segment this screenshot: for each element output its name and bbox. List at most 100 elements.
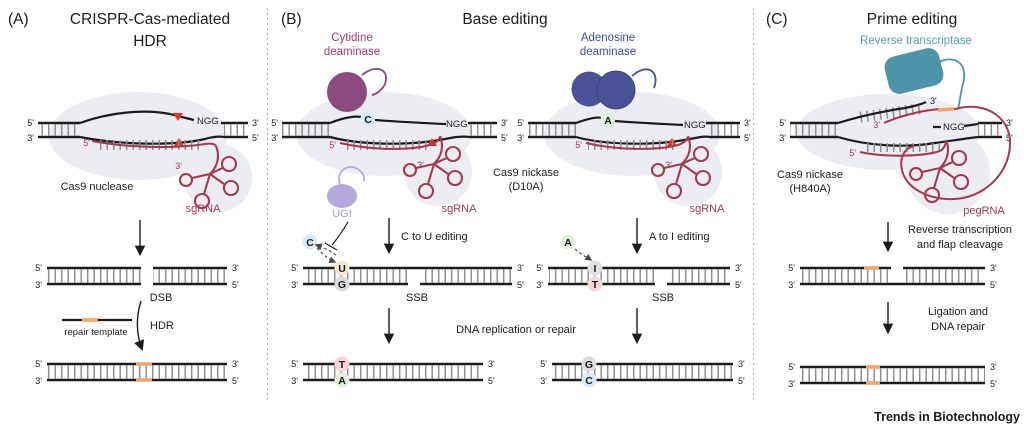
base-a-letter: A [338,375,346,387]
base-c-badge [360,111,376,127]
dna-end-label: 3' [232,263,239,273]
panel-b-cbe-complex: 5' 3' C NGG 5' 3' 5' 3' sgRNA UGI [271,67,508,220]
sgrna-spacer [91,140,217,149]
excision-arrow [314,243,337,256]
sgrna-end-label: 5' [83,138,90,148]
base-t-badge [587,276,603,292]
dna-basepairs [470,124,495,136]
adenosine-deaminase-blob [571,71,607,107]
rna-dna-basepairs [862,143,942,152]
cytidine-deaminase-label: deaminase [324,46,380,58]
sgrna-end-label: 3' [665,160,672,170]
base-c-badge [302,234,318,250]
base-g-letter: G [585,359,593,371]
adenosine-deaminase-label: Adenosine [581,32,635,44]
sgrna-end-label: 3' [417,160,424,170]
dna-end-label: 5' [35,263,42,273]
cytidine-deaminase-blob [327,72,367,112]
dna-end-label: 3' [536,280,543,290]
panel-b-abe-complex: 5' 3' A NGG 5' 3' 5' 3' sgRNA [517,68,751,215]
dna-end-label: 3' [990,263,997,273]
base-t-letter: T [339,359,346,371]
dna-end-label: 5' [540,359,547,369]
dna-basepairs [790,124,838,136]
panel-c-edited-dna: 5' 3' 3' 5' [788,362,997,389]
panel-c-prime-complex: 5' 3' 3' 3' NGG 3' 5' 5' p [779,48,1013,217]
pegrna-spacer [859,139,947,157]
dna-end-label: 5' [788,362,795,372]
dna-end-label: 3' [779,133,786,143]
base-t-badge [334,356,350,372]
sgrna-label: sgRNA [186,203,222,215]
panel-a-edited-dna: 5' 3' 3' 5' [35,359,239,386]
dna-end-label: 3' [501,118,508,128]
base-t-letter: T [592,279,599,291]
dna-top-strand-bubble [575,116,602,125]
base-c-letter: C [585,375,593,387]
sgrna-label: sgRNA [442,203,478,215]
base-a-badge [334,372,350,388]
base-c-badge [581,372,597,388]
dna-basepairs [710,124,740,136]
base-a-letter: A [564,237,572,249]
dna-end-label: 3' [271,133,278,143]
dna-end-label: 5' [232,376,239,386]
base-u-badge [334,260,350,276]
nickase-label: Cas9 nickase [777,169,843,181]
dna-basepairs [303,365,483,379]
panel-b-label: (B) [281,11,302,28]
dna-top-strand-bubble [614,119,684,127]
reverse-transcriptase-blob [884,48,944,94]
base-g-letter: G [338,279,346,291]
adenosine-deaminase-label: deaminase [580,46,636,58]
dna-basepairs [153,269,227,283]
dna-basepairs [904,269,984,283]
rt-tether [937,58,966,110]
dna-end-label: 5' [252,133,259,143]
dna-end-label: 3' [744,118,751,128]
deaminase-tether [631,68,657,89]
pegrna-extension-loop [900,105,1012,201]
dna-end-label: 3' [35,376,42,386]
cas9-blob-lobe [404,138,472,206]
dna-end-label: 3' [517,133,524,143]
dna-end-label: 3' [27,133,34,143]
pam-label: NGG [684,120,706,131]
pam-label: NGG [197,116,219,127]
dna-end-label: 3' [35,280,42,290]
ugi-blob [327,184,357,208]
sgrna-end-label: 3' [175,161,182,171]
excision-arrow [574,248,593,261]
dna-end-label: 3' [788,280,795,290]
ligation-step-label: DNA repair [931,321,985,333]
cytidine-deaminase-label: Cytidine [331,32,373,44]
base-i-badge [587,260,603,276]
base-i-letter: I [594,263,597,275]
dna-end-label: 5' [536,263,543,273]
dna-end-label: 5' [735,280,742,290]
base-a-badge [600,112,616,128]
rna-dna-basepairs [96,140,200,150]
base-c-letter: C [364,114,372,126]
dsb-label: DSB [150,292,173,304]
dna-top-strand-bubble [79,110,195,125]
dna-end-label: 5' [517,118,524,128]
cleavage-site-top-icon [173,113,183,121]
hdr-arrow [134,300,144,351]
excision-arrow [316,247,337,264]
dna-end-label: 5' [35,359,42,369]
dna-end-label: 3' [540,376,547,386]
adenosine-deaminase-blob [596,70,636,110]
panel-b-cbe-ssb-dna: 5' 3' 3' 5' U G C SSB [291,221,524,304]
panel-c-nicked-dna: 5' 3' 3' 5' [788,263,997,290]
rna-dna-basepairs [342,140,430,150]
dna-basepairs [224,124,248,136]
dna-end-label: 3' [1006,118,1013,128]
dna-basepairs [304,269,407,283]
dna-end-label: 5' [501,133,508,143]
sgrna-end-label: 5' [329,140,336,150]
sgrna-end-label: 5' [575,140,582,150]
sgrna-spacer [339,136,441,150]
ligation-step-label: Ligation and [928,306,988,318]
